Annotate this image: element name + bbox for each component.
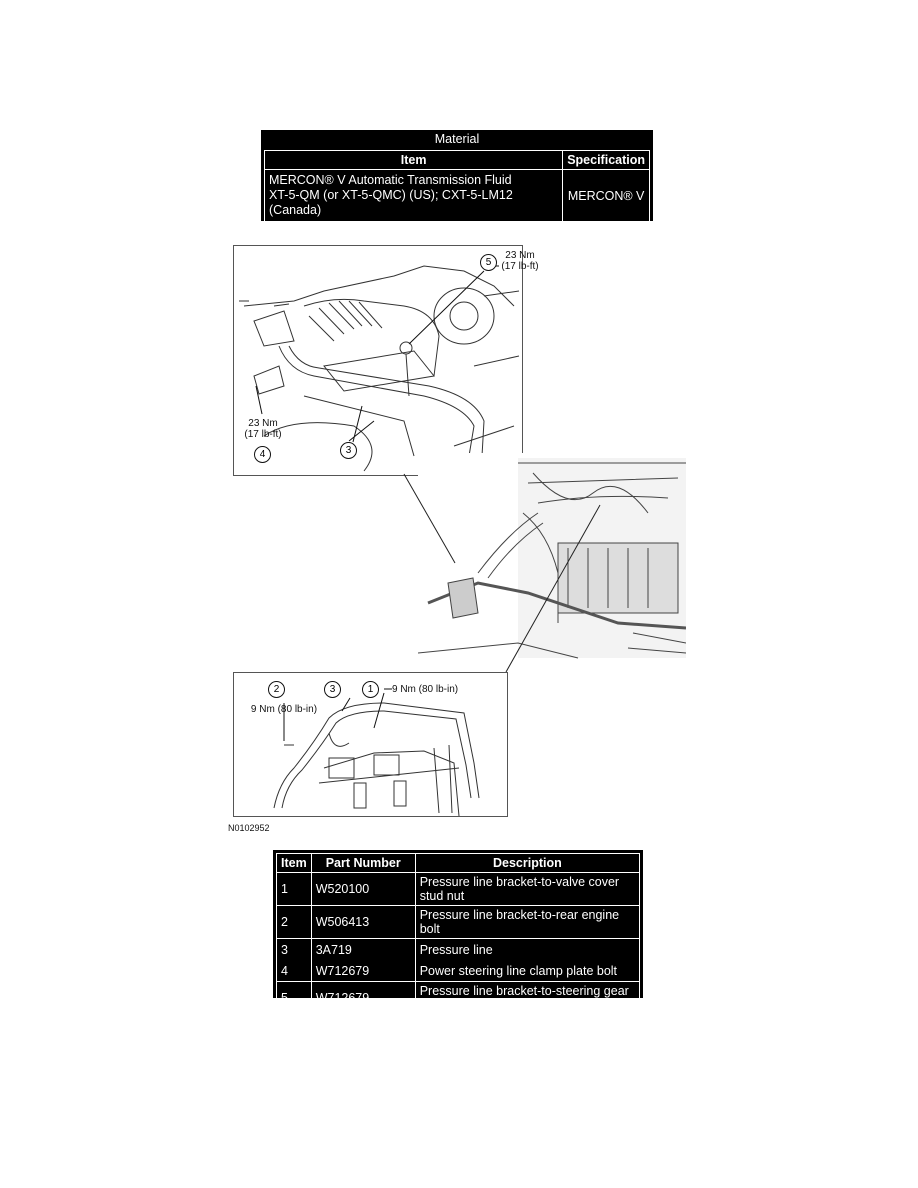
figure-id: N0102952: [228, 823, 270, 833]
header-item: Item: [276, 853, 312, 873]
callout-4: 4: [254, 446, 271, 463]
description-cell: Pressure line bracket-to-valve cover stu…: [414, 872, 641, 906]
callout-3-bottom: 3: [324, 681, 341, 698]
table-row: 5 W712679 Pressure line bracket-to-steer…: [276, 981, 641, 1015]
valve-cover-line-art: [273, 688, 480, 816]
header-item: Item: [263, 150, 564, 170]
valve-cover-detail-illustration: 2 9 Nm (80 lb-in) 3 1 9 Nm (80 lb-in): [233, 672, 508, 817]
table-row: MERCON® V Automatic Transmission Fluid X…: [263, 169, 650, 222]
callout-5: 5: [480, 254, 497, 271]
material-table: Material Item Specification MERCON® V Au…: [261, 130, 653, 222]
item-cell: 3: [276, 938, 312, 960]
part-number-cell: 3A719: [310, 938, 416, 960]
part-number-cell: W506413: [310, 905, 416, 939]
torque-label-2: 9 Nm (80 lb-in): [250, 704, 318, 715]
engine-line-art: [418, 458, 686, 659]
table-row: 2 W506413 Pressure line bracket-to-rear …: [276, 905, 641, 939]
item-line-1: MERCON® V Automatic Transmission Fluid: [269, 173, 512, 187]
callout-2: 2: [268, 681, 285, 698]
torque-label-5: 23 Nm(17 lb-ft): [501, 250, 539, 272]
specification-cell: MERCON® V: [562, 169, 650, 222]
table-row: 4 W712679 Power steering line clamp plat…: [276, 960, 641, 982]
material-table-caption: Material: [434, 132, 480, 146]
callout-1: 1: [362, 681, 379, 698]
table-row: 1 W520100 Pressure line bracket-to-valve…: [276, 872, 641, 906]
item-cell: 4: [276, 960, 312, 982]
item-cell: 1: [276, 872, 312, 906]
torque-label-4: 23 Nm(17 lb-ft): [244, 418, 282, 440]
header-specification: Specification: [562, 150, 650, 170]
header-description: Description: [414, 853, 641, 873]
table-row: 3 3A719 Pressure line: [276, 938, 641, 960]
description-cell: Pressure line bracket-to-steering gear b…: [414, 981, 641, 1015]
parts-table: Item Part Number Description 1 W520100 P…: [273, 850, 643, 1015]
callout-3: 3: [340, 442, 357, 459]
description-cell: Pressure line: [414, 938, 641, 960]
torque-label-1: 9 Nm (80 lb-in): [392, 684, 459, 695]
part-number-cell: W712679: [310, 960, 416, 982]
header-part-number: Part Number: [310, 853, 416, 873]
steering-gear-detail-illustration: 5 23 Nm(17 lb-ft) 23 Nm(17 lb-ft) 4 3: [233, 245, 539, 476]
engine-overview-illustration: [418, 453, 686, 665]
part-number-cell: W712679: [310, 981, 416, 1015]
item-line-2: XT-5-QM (or XT-5-QMC) (US); CXT-5-LM12 (…: [269, 188, 513, 217]
part-number-cell: W520100: [310, 872, 416, 906]
steering-gear-line-art: [239, 265, 520, 472]
description-cell: Pressure line bracket-to-rear engine bol…: [414, 905, 641, 939]
item-cell: 5: [276, 981, 312, 1015]
description-cell: Power steering line clamp plate bolt: [414, 960, 641, 982]
item-cell: 2: [276, 905, 312, 939]
